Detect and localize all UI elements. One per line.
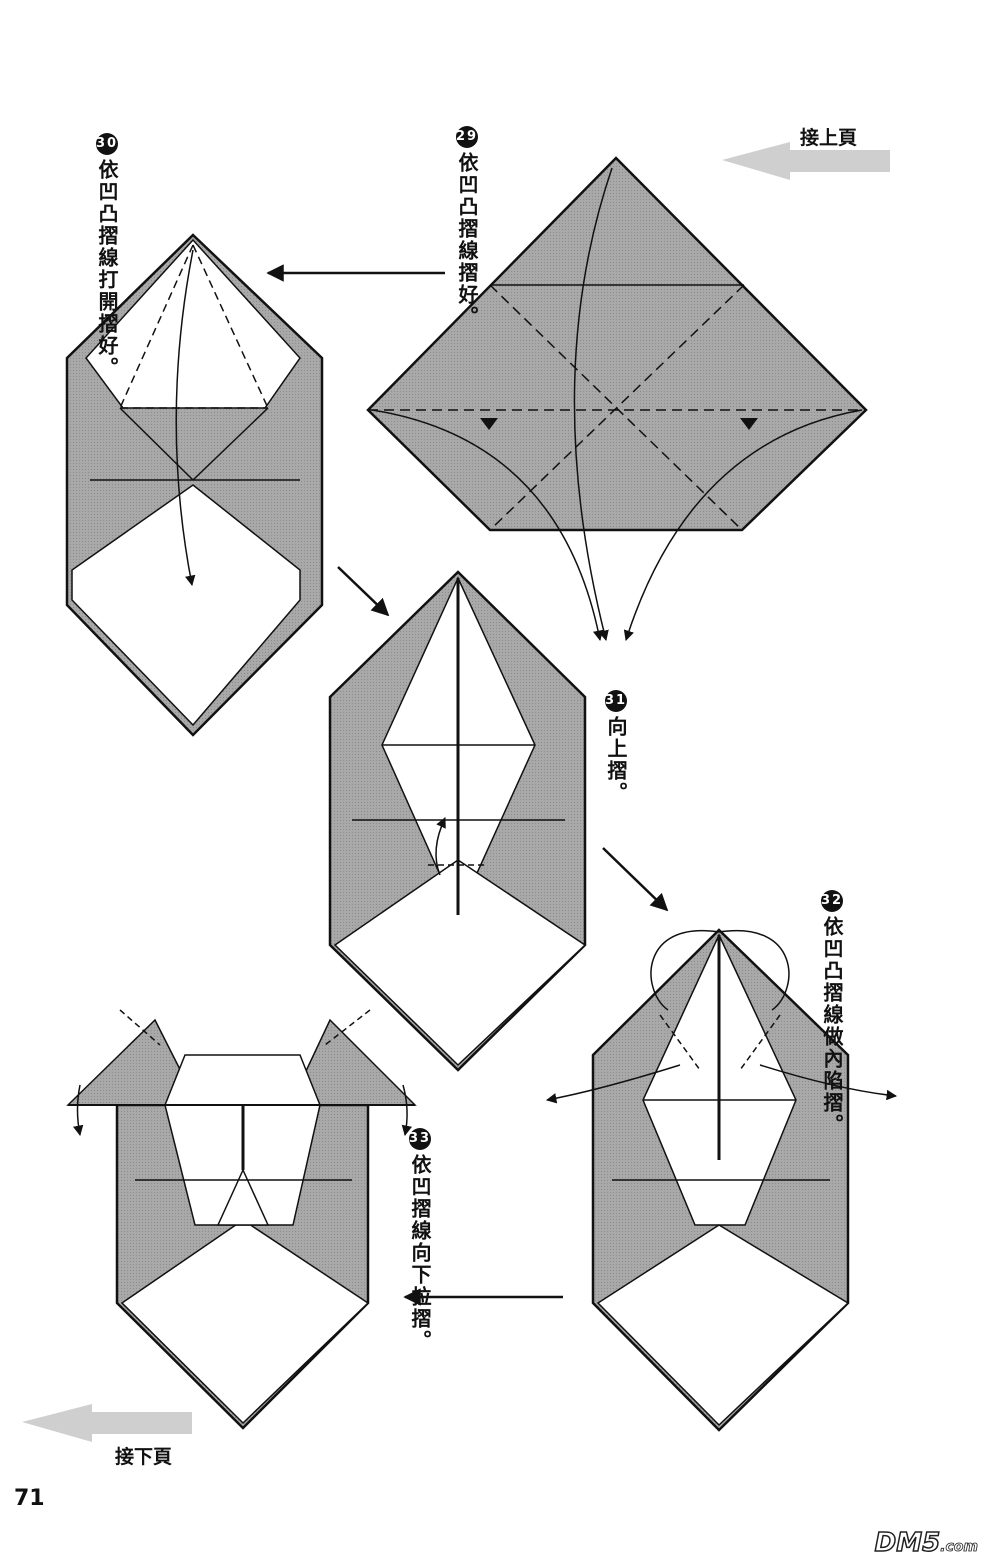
- step-29-caption: 29 依凹凸摺線摺好。: [455, 126, 479, 328]
- prev-page-label: 接上頁: [800, 127, 858, 149]
- step-29-line1: 依凹凸摺線: [455, 152, 479, 262]
- step-32-number: 32: [821, 890, 843, 912]
- step-32-line2: 做內陷摺。: [820, 1026, 844, 1136]
- step-31-figure: [328, 570, 587, 1072]
- next-page-label: 接下頁: [115, 1446, 173, 1468]
- step-33-line2: 向下拉摺。: [408, 1242, 432, 1352]
- step-31-number: 31: [605, 690, 627, 712]
- step-33-number: 33: [409, 1128, 431, 1150]
- step-30-number: 30: [96, 133, 118, 155]
- step-32-figure: [545, 928, 898, 1432]
- step-33-figure: [66, 1009, 417, 1430]
- step-32-caption: 32 依凹凸摺線做內陷摺。: [820, 890, 844, 1136]
- step-29-number: 29: [456, 126, 478, 148]
- step-30-line1: 依凹凸摺線: [95, 159, 119, 269]
- step-32-line1: 依凹凸摺線: [820, 916, 844, 1026]
- watermark: DM5.com: [874, 1527, 979, 1559]
- page-number: 71: [14, 1486, 45, 1511]
- step-30-caption: 30 依凹凸摺線打開摺好。: [95, 133, 119, 379]
- step-33-caption: 33 依凹摺線向下拉摺。: [408, 1128, 432, 1352]
- step-29-line2: 摺好。: [455, 262, 479, 328]
- step-31-caption: 31 向上摺。: [604, 690, 628, 804]
- next-page-arrow: [22, 1404, 192, 1442]
- watermark-suffix: .com: [940, 1539, 979, 1556]
- step-33-line1: 依凹摺線: [408, 1154, 432, 1242]
- step-29-figure: [366, 156, 868, 642]
- prev-page-arrow: [722, 142, 890, 180]
- flow-arrows: [266, 264, 669, 1306]
- step-30-figure: [65, 233, 324, 737]
- step-30-line2: 打開摺好。: [95, 269, 119, 379]
- watermark-main: DM5: [874, 1527, 941, 1559]
- step-31-line1: 向上摺。: [604, 716, 628, 804]
